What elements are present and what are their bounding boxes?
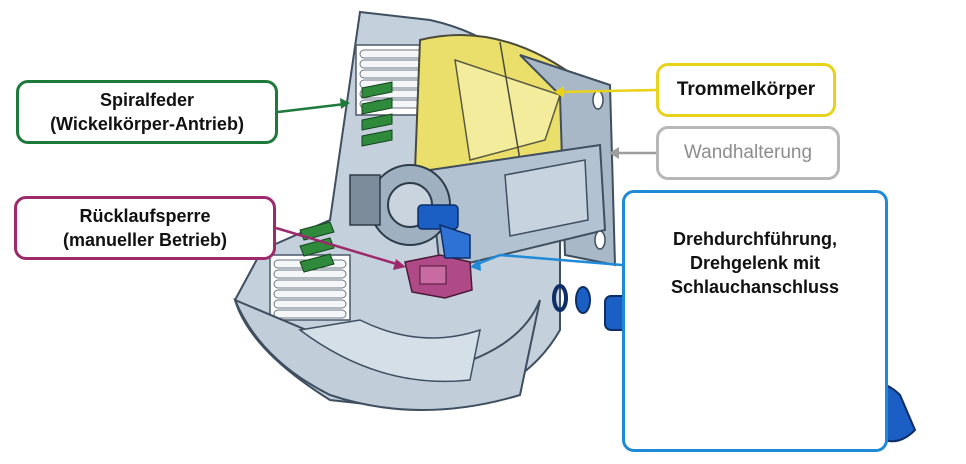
- spiral-spring-title: Spiralfeder: [99, 90, 195, 110]
- rotary-joint-line-3: Schlauchanschluss: [670, 277, 840, 297]
- backstop-label: Rücklaufsperre (manueller Betrieb): [14, 196, 276, 260]
- backstop-subtitle: (manueller Betrieb): [62, 230, 228, 250]
- drum-body-label: Trommelkörper: [656, 63, 836, 117]
- drum-body-title: Trommelkörper: [676, 79, 816, 100]
- wall-bracket: [428, 54, 617, 272]
- rotary-joint-label: Drehdurchführung, Drehgelenk mit Schlauc…: [622, 190, 888, 452]
- backstop-title: Rücklaufsperre: [79, 206, 211, 226]
- backstop-ratchet: [404, 254, 473, 299]
- rotary-joint-line-2: Drehgelenk mit: [689, 253, 821, 273]
- rotary-joint-line-1: Drehdurchführung,: [672, 229, 837, 249]
- rotary-joint-mounted: [417, 204, 471, 259]
- drum-housing-front: [233, 298, 541, 411]
- wall-bracket-label: Wandhalterung: [656, 126, 840, 180]
- leader-lines: [275, 86, 657, 271]
- spiral-spring-label: Spiralfeder (Wickelkörper-Antrieb): [16, 80, 278, 144]
- wall-bracket-title: Wandhalterung: [683, 142, 813, 163]
- spiral-spring-subtitle: (Wickelkörper-Antrieb): [50, 114, 244, 134]
